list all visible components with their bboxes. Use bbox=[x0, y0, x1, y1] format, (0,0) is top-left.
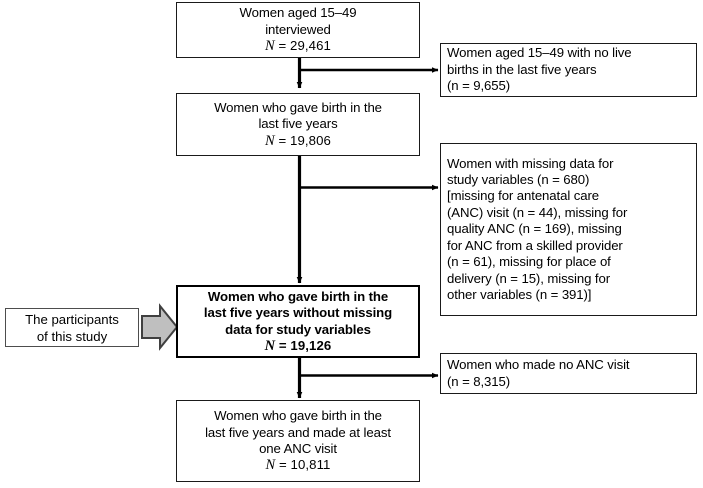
n-value: = 29,461 bbox=[278, 38, 331, 54]
n-value: = 19,126 bbox=[278, 337, 332, 353]
node-line: Women aged 15–49 bbox=[239, 5, 357, 21]
node-line: Women who gave birth in the bbox=[214, 99, 382, 115]
n-symbol: N bbox=[265, 38, 275, 55]
node-detail-line: (n = 61), missing for place of bbox=[447, 254, 611, 270]
node-line: one ANC visit bbox=[259, 441, 337, 456]
node-line: The participants bbox=[25, 311, 119, 327]
node-count-line: N = 19,126 bbox=[261, 338, 336, 354]
node-excluded-no-anc-visit: Women who made no ANC visit (n = 8,315) bbox=[440, 353, 697, 394]
node-detail-line: for ANC from a skilled provider bbox=[447, 237, 623, 253]
node-detail-line: quality ANC (n = 169), missing bbox=[447, 221, 622, 237]
node-line: Women who gave birth in the bbox=[207, 288, 389, 304]
node-analytic-sample: Women who gave birth in the last five ye… bbox=[176, 285, 420, 358]
node-detail-line: other variables (n = 391)] bbox=[447, 286, 592, 302]
node-gave-birth-last-five-years: Women who gave birth in the last five ye… bbox=[176, 93, 420, 156]
node-line: Women aged 15–49 with no live bbox=[447, 45, 632, 61]
node-line: Women with missing data for bbox=[447, 155, 614, 171]
node-count-line: N = 10,811 bbox=[262, 457, 335, 473]
node-line: of this study bbox=[36, 328, 108, 344]
node-line: last five years and made at least bbox=[205, 424, 391, 440]
node-line: data for study variables bbox=[225, 321, 371, 337]
node-count-line: N = 19,806 bbox=[261, 133, 335, 149]
node-line: births in the last five years bbox=[447, 61, 597, 77]
node-line: interviewed bbox=[265, 21, 331, 37]
node-count-line: N = 29,461 bbox=[261, 38, 335, 54]
n-value: = 10,811 bbox=[278, 457, 331, 473]
node-excluded-missing-data: Women with missing data for study variab… bbox=[440, 143, 697, 316]
node-line: last five years without missing bbox=[203, 305, 393, 321]
node-detail-line: (ANC) visit (n = 44), missing for bbox=[447, 204, 628, 220]
node-line: (n = 9,655) bbox=[447, 78, 511, 94]
n-symbol: N bbox=[265, 132, 275, 149]
node-line: (n = 8,315) bbox=[447, 373, 511, 389]
n-symbol: N bbox=[264, 337, 276, 354]
node-detail-line: [missing for antenatal care bbox=[447, 188, 599, 204]
n-symbol: N bbox=[265, 457, 276, 474]
node-women-interviewed: Women aged 15–49 interviewed N = 29,461 bbox=[176, 2, 420, 58]
n-value: = 19,806 bbox=[278, 132, 331, 148]
node-participants-callout: The participants of this study bbox=[5, 308, 139, 347]
node-line: Women who made no ANC visit bbox=[447, 357, 630, 373]
node-excluded-no-live-births: Women aged 15–49 with no live births in … bbox=[440, 43, 697, 97]
node-final-sample: Women who gave birth in the last five ye… bbox=[176, 400, 420, 482]
node-line: Women who gave birth in the bbox=[214, 408, 382, 424]
node-line: last five years bbox=[258, 116, 338, 132]
node-detail-line: delivery (n = 15), missing for bbox=[447, 270, 611, 286]
node-line: study variables (n = 680) bbox=[447, 172, 590, 188]
gray-block-arrow-icon bbox=[141, 303, 179, 351]
